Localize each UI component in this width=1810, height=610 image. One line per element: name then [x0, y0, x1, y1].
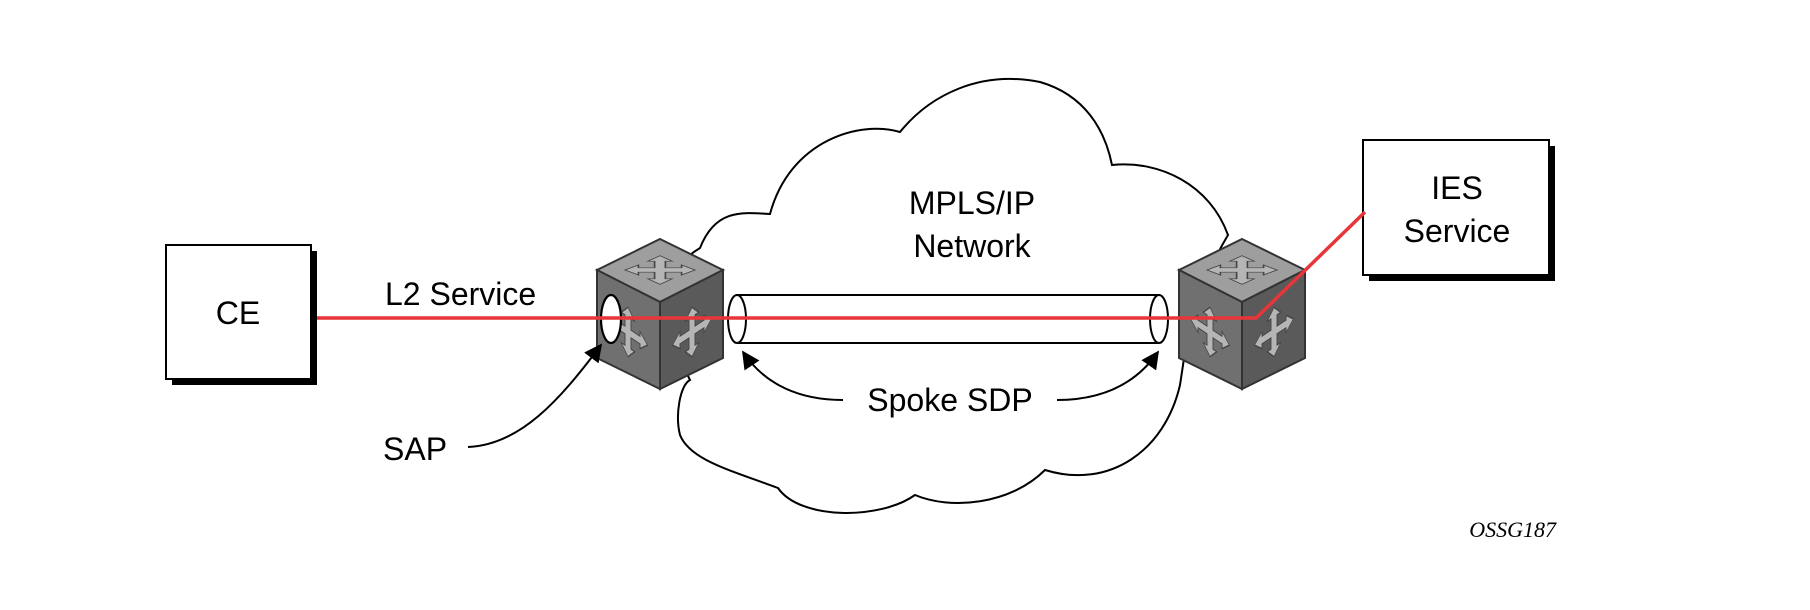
cloud-label-line1: MPLS/IP	[909, 185, 1035, 221]
ies-service-box: IES Service	[1362, 139, 1555, 281]
ies-label-line1: IES	[1431, 170, 1483, 206]
ce-label: CE	[216, 295, 260, 331]
service-path	[317, 210, 1367, 320]
ce-box: CE	[165, 244, 317, 385]
sap-label: SAP	[383, 431, 447, 467]
router-icon	[1176, 237, 1308, 391]
spoke-sdp-label: Spoke SDP	[867, 382, 1032, 418]
spoke-sdp-arrow-right	[1056, 350, 1160, 401]
l2-service-label: L2 Service	[385, 276, 536, 312]
figure-id: OSSG187	[1469, 517, 1557, 542]
ies-label-line2: Service	[1404, 213, 1511, 249]
spoke-sdp-arrow-left	[742, 350, 844, 401]
cloud-label-line2: Network	[913, 228, 1031, 264]
sap-arrow	[467, 343, 603, 448]
